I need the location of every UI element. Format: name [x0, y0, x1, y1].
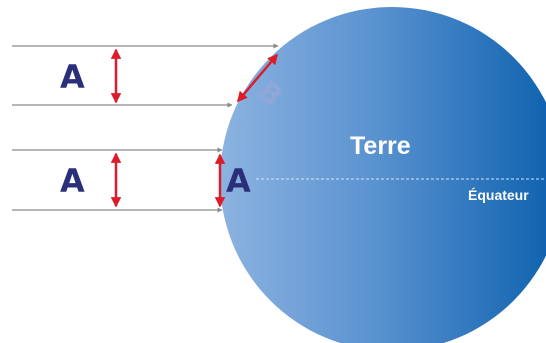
surface-arrow-high-latitude [236, 53, 279, 103]
label-beam-width-top: A [60, 58, 85, 96]
earth-sphere [220, 7, 546, 343]
equator-label: Équateur [468, 187, 529, 203]
label-surface-area-low: A [226, 162, 251, 200]
earth-label: Terre [350, 132, 411, 160]
label-beam-width-bottom: A [60, 162, 85, 200]
